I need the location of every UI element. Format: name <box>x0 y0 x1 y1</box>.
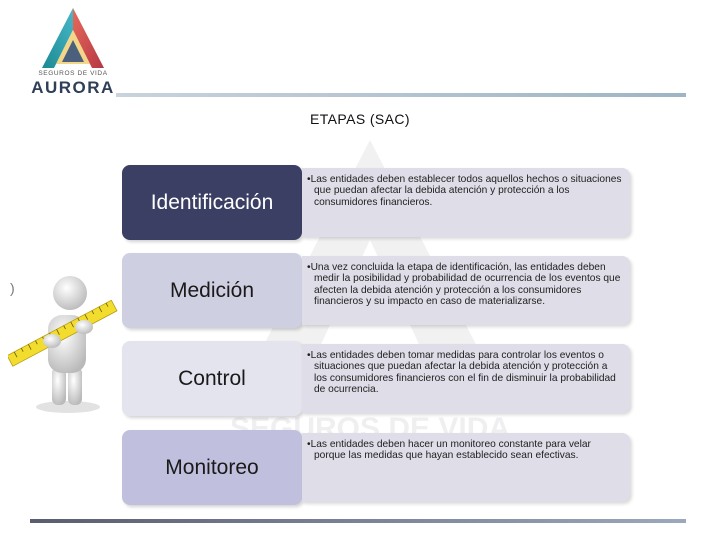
stage-label-box: Control <box>122 341 302 416</box>
stage-description-box: •Una vez concluida la etapa de identific… <box>302 256 630 325</box>
stage-label-monitoreo: Monitoreo <box>165 455 259 479</box>
aurora-triangle-icon <box>42 8 104 68</box>
stage-row-identificacion: Identificación •Las entidades deben esta… <box>122 165 632 240</box>
stage-row-medicion: Medición •Una vez concluida la etapa de … <box>122 253 632 328</box>
stage-label-box: Medición <box>122 253 302 328</box>
stage-label-box: Identificación <box>122 165 302 240</box>
person-with-ruler-illustration <box>8 276 118 413</box>
stage-label-control: Control <box>178 366 246 390</box>
stage-label-medicion: Medición <box>169 278 255 302</box>
stage-description-box: •Las entidades deben establecer todos aq… <box>302 168 630 237</box>
stage-description-monitoreo: •Las entidades deben hacer un monitoreo … <box>307 439 591 462</box>
logo-tagline: SEGUROS DE VIDA <box>38 70 108 77</box>
stage-row-control: Control •Las entidades deben tomar medid… <box>122 341 632 416</box>
stage-description-box: •Las entidades deben hacer un monitoreo … <box>302 433 630 502</box>
logo-brand: AURORA <box>31 78 115 97</box>
bottom-divider <box>30 519 686 523</box>
top-divider <box>116 93 686 97</box>
stage-description-control: •Las entidades deben tomar medidas para … <box>307 350 616 396</box>
side-bracket-mark: ) <box>10 280 15 296</box>
stage-description-box: •Las entidades deben tomar medidas para … <box>302 344 630 413</box>
stage-label-box: Monitoreo <box>122 430 302 505</box>
stage-description-identificacion: •Las entidades deben establecer todos aq… <box>307 174 622 208</box>
stage-label-identificacion: Identificación <box>150 190 274 214</box>
page-title: ETAPAS (SAC) <box>310 111 410 127</box>
aurora-logo: SEGUROS DE VIDA AURORA <box>28 6 114 98</box>
stage-description-medicion: •Una vez concluida la etapa de identific… <box>307 262 621 308</box>
stage-row-monitoreo: Monitoreo •Las entidades deben hacer un … <box>122 430 632 505</box>
